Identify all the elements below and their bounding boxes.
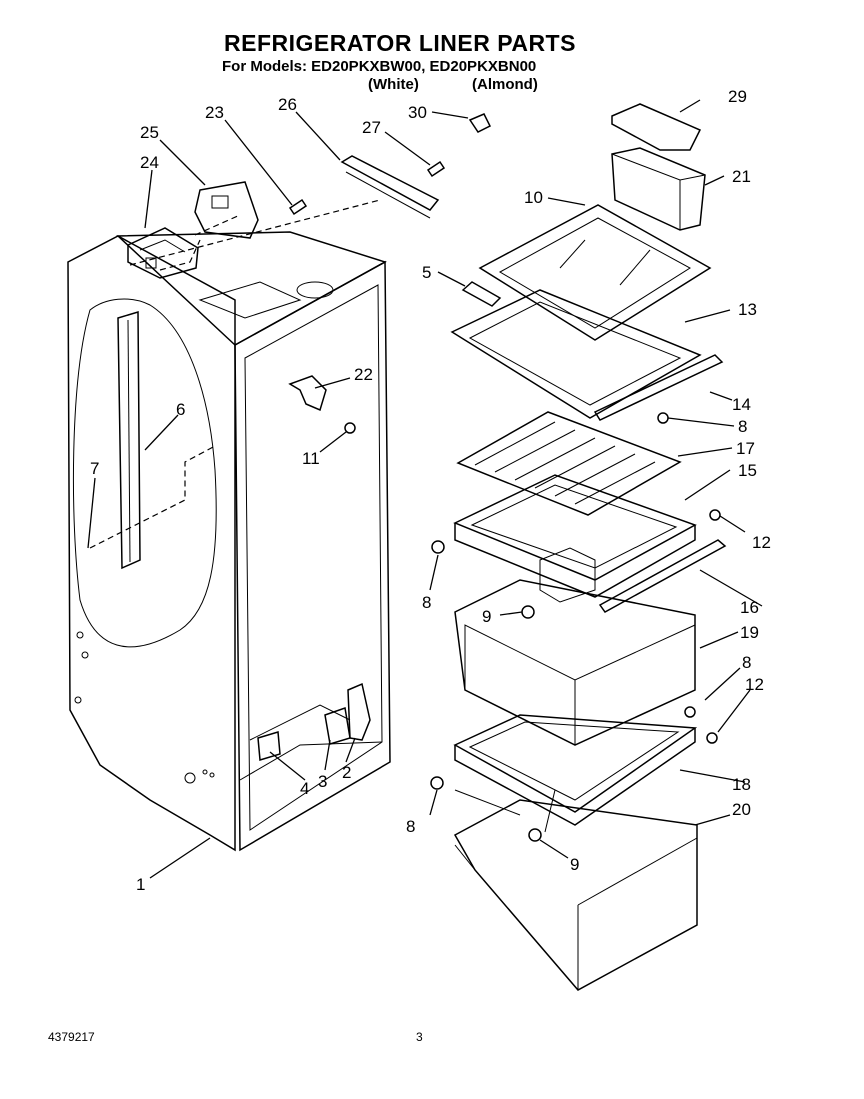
document-number: 4379217 (48, 1030, 95, 1044)
leader-lines (87, 99, 763, 879)
part-19-drawer (454, 547, 696, 746)
part-17-wire-shelf (456, 411, 682, 516)
part-23-screw (288, 198, 308, 216)
callout-15: 15 (738, 461, 757, 480)
callout-20: 20 (732, 800, 751, 819)
callout-29: 29 (728, 87, 747, 106)
callout-10: 10 (524, 188, 543, 207)
part-27-screw (426, 160, 446, 178)
part-25-bracket (194, 181, 259, 239)
models-line: For Models: ED20PKXBW00, ED20PKXBN00 (222, 58, 537, 75)
color-almond-label: (Almond) (472, 76, 538, 93)
part-18-shelf (453, 714, 698, 826)
liner-cabinet (67, 199, 391, 852)
screw-fasteners (430, 412, 721, 842)
callout-24: 24 (140, 153, 159, 172)
callout-19: 19 (740, 623, 759, 642)
callout-12-bottom: 12 (745, 675, 764, 694)
callout-5: 5 (422, 263, 431, 282)
part-30-clip (468, 113, 492, 133)
part-29-lid (611, 103, 702, 151)
callout-11: 11 (302, 449, 320, 468)
callout-12-top: 12 (752, 533, 771, 552)
callout-8-top: 8 (738, 417, 747, 436)
callout-25: 25 (140, 123, 159, 142)
callout-6: 6 (176, 400, 185, 419)
callout-27: 27 (362, 118, 381, 137)
callout-22: 22 (354, 365, 373, 384)
callout-7: 7 (90, 459, 99, 478)
callout-14: 14 (732, 395, 751, 414)
parts-2-3-4-brackets (257, 682, 371, 761)
part-15-crisper-cover (453, 474, 697, 598)
part-16-strip (598, 539, 727, 613)
callout-8-left: 8 (422, 593, 431, 612)
callout-8-right: 8 (742, 653, 751, 672)
part-21-bin (611, 147, 706, 231)
part-5-trim (461, 281, 502, 307)
part-11-screw (344, 422, 356, 434)
callout-9-top: 9 (482, 607, 491, 626)
callout-1: 1 (136, 875, 145, 894)
part-26-rail (340, 155, 440, 219)
callout-9-bottom: 9 (570, 855, 579, 874)
callout-30: 30 (408, 103, 427, 122)
part-10-glass-shelf (478, 204, 712, 341)
color-white-label: (White) (368, 76, 419, 93)
part-24-housing (127, 227, 199, 279)
part-20-drawer (453, 799, 698, 991)
callout-3: 3 (318, 772, 327, 791)
callout-23: 23 (205, 103, 224, 122)
callout-16: 16 (740, 598, 759, 617)
callout-13: 13 (738, 300, 757, 319)
part-13-frame (450, 289, 702, 419)
callout-21: 21 (732, 167, 751, 186)
callout-2: 2 (342, 763, 351, 782)
callout-17: 17 (736, 439, 755, 458)
callout-8-bottom: 8 (406, 817, 415, 836)
part-22-bracket (288, 375, 327, 412)
page-title: REFRIGERATOR LINER PARTS (224, 30, 576, 56)
callout-26: 26 (278, 95, 297, 114)
callout-labels: 25 24 23 26 27 30 29 21 10 5 13 14 8 17 … (90, 87, 771, 894)
callout-4: 4 (300, 779, 309, 798)
callout-18: 18 (732, 775, 751, 794)
page-number: 3 (416, 1030, 423, 1044)
part-14-strip (593, 354, 724, 421)
